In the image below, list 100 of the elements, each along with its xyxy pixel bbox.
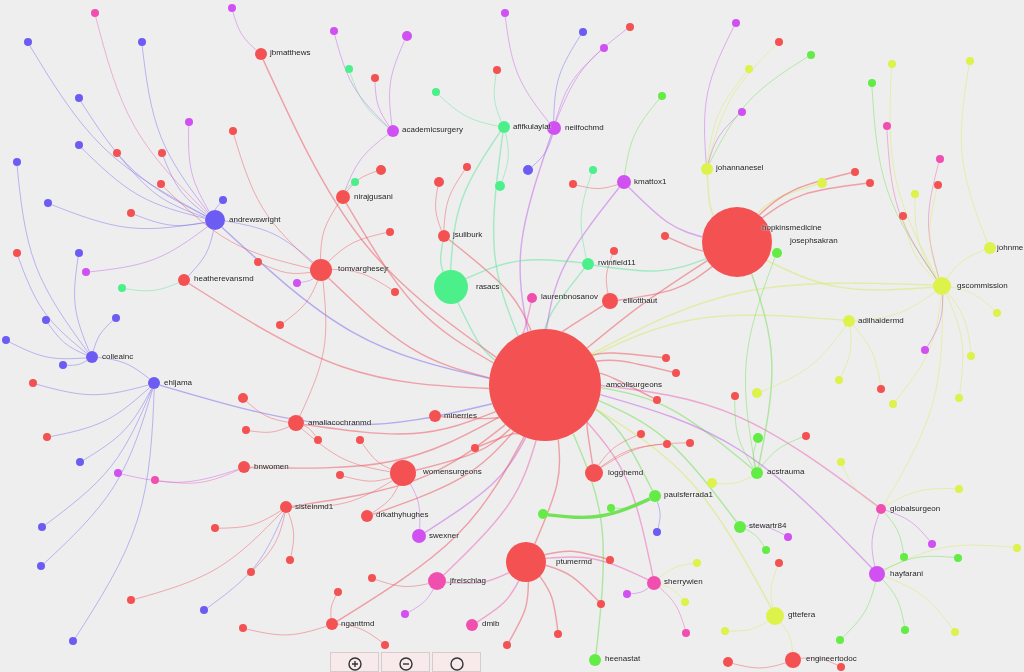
network-edge — [253, 512, 286, 570]
node-dot — [835, 376, 843, 384]
network-edge — [438, 94, 499, 127]
network-edge — [660, 583, 683, 600]
node-dot — [653, 396, 661, 404]
node-dot — [75, 141, 83, 149]
node-dot — [752, 388, 762, 398]
node-dot — [606, 556, 614, 564]
network-edge — [221, 226, 491, 380]
node-dot — [554, 630, 562, 638]
network-edge — [80, 101, 207, 217]
network-edge — [553, 34, 582, 122]
network-edge — [375, 579, 429, 587]
network-edge — [301, 428, 391, 473]
node-label: andrewswright — [229, 215, 281, 225]
node-dot — [775, 38, 783, 46]
node-dot — [921, 346, 929, 354]
node-dot — [69, 637, 77, 645]
network-edge — [134, 511, 283, 600]
network-edge — [16, 165, 89, 353]
node-dot — [13, 158, 21, 166]
network-edge — [187, 229, 215, 277]
node-dot — [59, 361, 67, 369]
node-dot — [127, 596, 135, 604]
node-dot — [356, 436, 364, 444]
network-edge — [162, 156, 207, 216]
node-dot — [637, 430, 645, 438]
network-edge — [706, 71, 747, 164]
node-dot — [200, 606, 208, 614]
network-edge — [299, 280, 327, 417]
node-dot — [293, 279, 301, 287]
node-label: nganttmd — [341, 619, 375, 629]
node-label: gscommission — [957, 281, 1008, 291]
node-label: womensurgeons — [423, 467, 482, 477]
node-dot — [401, 610, 409, 618]
network-edge — [656, 501, 661, 529]
network-edge — [344, 133, 389, 191]
node-dot — [2, 336, 10, 344]
network-edge — [945, 293, 964, 395]
node-dot — [721, 627, 729, 635]
node-dot — [219, 196, 227, 204]
network-edge — [344, 183, 353, 191]
node-dot — [151, 476, 159, 484]
network-edge — [443, 439, 537, 576]
network-edge — [586, 421, 654, 577]
node-dot — [158, 149, 166, 157]
network-edge — [895, 294, 943, 402]
node-dot — [837, 663, 845, 671]
network-edge — [465, 259, 583, 280]
network-edge — [707, 114, 740, 164]
network-edge — [841, 465, 878, 507]
network-edge — [871, 513, 880, 567]
node-dot — [157, 180, 165, 188]
node-dot — [434, 177, 444, 187]
node-label: johnme — [997, 243, 1024, 253]
network-edge — [594, 408, 772, 609]
network-edge — [331, 268, 393, 291]
node-dot — [82, 268, 90, 276]
network-edge — [218, 510, 282, 529]
network-edge — [745, 528, 765, 547]
network-edge — [624, 98, 660, 176]
network-edge — [593, 257, 707, 272]
network-edge — [36, 383, 149, 396]
node-dot — [38, 523, 46, 531]
node-label: gttefera — [788, 610, 816, 620]
network-edge — [800, 657, 838, 666]
network-edge — [734, 399, 754, 469]
node-dot — [888, 60, 896, 68]
network-edge — [439, 241, 444, 273]
network-edge — [389, 39, 406, 126]
network-edge — [885, 509, 931, 542]
network-edge — [591, 314, 844, 357]
node-dot — [569, 180, 577, 188]
network-edge — [188, 282, 490, 390]
network-edge — [188, 125, 210, 213]
network-edge — [614, 499, 651, 509]
node-dot — [371, 74, 379, 82]
network-edge — [543, 550, 607, 560]
node-dot — [495, 181, 505, 191]
node-dot — [954, 554, 962, 562]
network-edge — [599, 372, 655, 399]
network-edge — [95, 16, 208, 214]
network-edge — [555, 50, 602, 122]
network-edge — [361, 442, 392, 470]
node-dot — [314, 436, 322, 444]
node-label: jsuliburk — [453, 230, 483, 240]
network-edge — [224, 220, 314, 263]
node-dot — [75, 249, 83, 257]
node-dot — [658, 92, 666, 100]
node-dot — [868, 79, 876, 87]
network-edge — [598, 434, 638, 466]
node-dot — [127, 209, 135, 217]
node-label: neilfochmd — [565, 123, 604, 133]
node-dot — [889, 400, 897, 408]
node-dot — [463, 163, 471, 171]
network-edge — [854, 291, 936, 322]
network-edge — [617, 265, 713, 301]
node-dot — [386, 228, 394, 236]
network-edge — [249, 416, 500, 469]
network-edge — [886, 129, 937, 280]
